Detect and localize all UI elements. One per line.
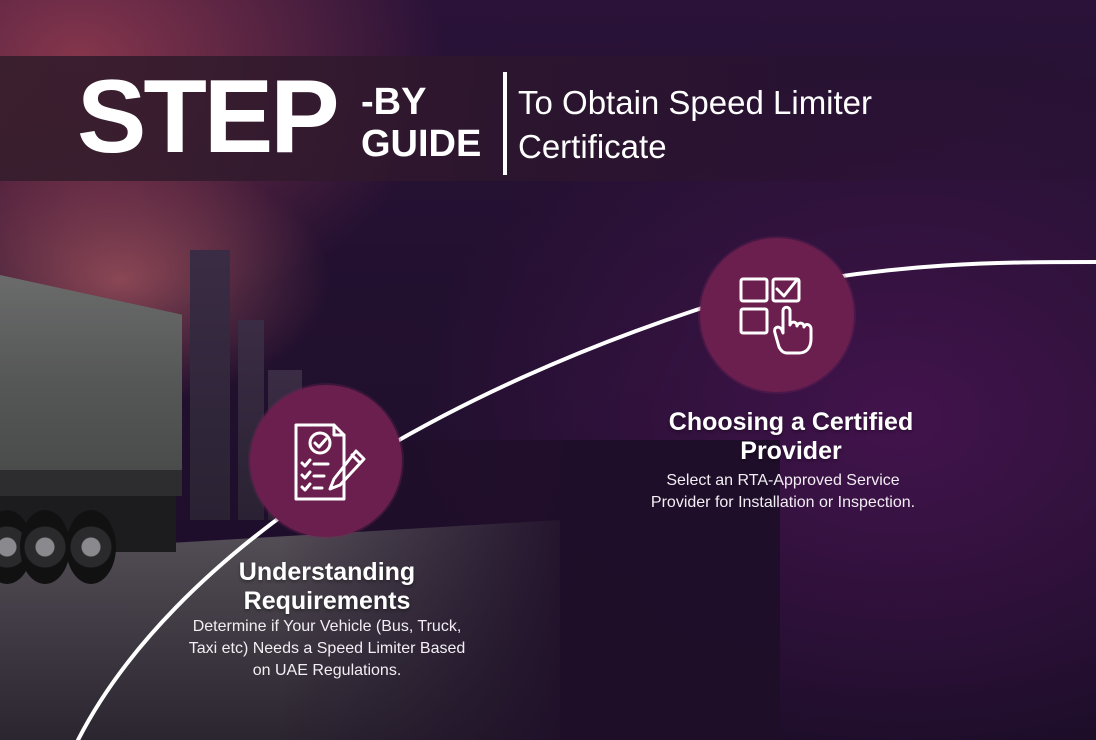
checklist-pencil-icon	[294, 423, 366, 501]
truck-trailer	[0, 275, 182, 495]
step2-desc-line1: Select an RTA-Approved Service	[666, 472, 900, 489]
step2-desc-line2: Provider for Installation or Inspection.	[650, 494, 916, 511]
title-band	[0, 56, 1096, 181]
title-step: STEP	[77, 59, 340, 175]
subtitle-line-1: To Obtain Speed Limiter	[518, 84, 873, 121]
step1-description: Determine if Your Vehicle (Bus, Truck, T…	[156, 616, 498, 682]
step1-desc-line3: on UAE Regulations.	[252, 662, 402, 679]
truck-stripe	[0, 470, 182, 496]
step1-title: Understanding Requirements	[196, 558, 458, 616]
title-divider	[503, 72, 507, 175]
step2-description: Select an RTA-Approved Service Provider …	[612, 470, 954, 514]
step2-title-line2: Provider	[740, 437, 842, 465]
subtitle-line-2: Certificate	[518, 128, 667, 165]
step1-title-line1: Understanding	[238, 558, 416, 586]
step1-badge	[250, 385, 402, 537]
truck-wheel	[20, 510, 70, 584]
step2-title: Choosing a Certified Provider	[616, 408, 966, 466]
title-by: -BY	[361, 81, 427, 123]
grid-select-pointer-icon	[739, 277, 813, 355]
step1-title-line2: Requirements	[243, 587, 411, 615]
step1-desc-line2: Taxi etc) Needs a Speed Limiter Based	[188, 640, 466, 657]
city-tower	[190, 250, 230, 520]
truck-wheel	[66, 510, 116, 584]
step2-title-line1: Choosing a Certified	[668, 408, 914, 436]
title-guide: GUIDE	[361, 123, 482, 165]
step1-desc-line1: Determine if Your Vehicle (Bus, Truck,	[192, 618, 462, 635]
step2-badge	[700, 238, 854, 392]
